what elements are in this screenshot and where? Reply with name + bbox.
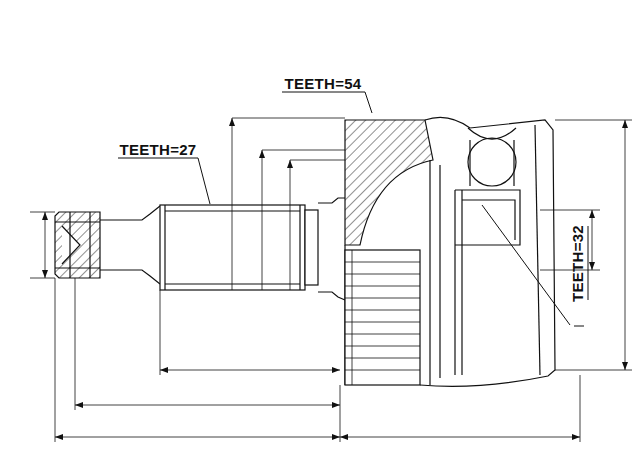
teeth-count-label: TEETH=27 xyxy=(119,142,196,157)
teeth-count-label: TEETH=32 xyxy=(570,224,585,301)
teeth-count-label: TEETH=54 xyxy=(284,76,361,91)
